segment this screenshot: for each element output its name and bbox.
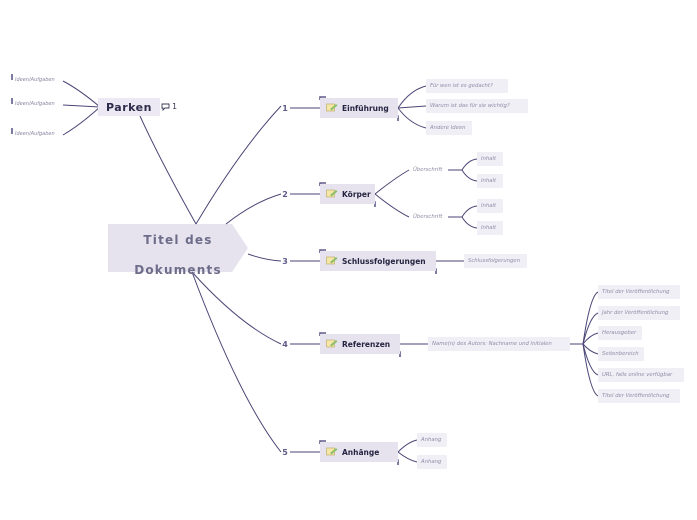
- subtopic[interactable]: Seitenbereich: [598, 347, 644, 361]
- topic-label: Anhänge: [342, 447, 380, 457]
- subtopic-label: Andere Ideen: [430, 125, 466, 131]
- parken-node[interactable]: Parken: [98, 98, 160, 116]
- subtopic-label: Herausgeber: [602, 330, 637, 336]
- pencil-note-icon: [326, 339, 338, 348]
- subtopic[interactable]: Anhang: [417, 455, 447, 469]
- central-topic[interactable]: Titel des Dokuments: [108, 224, 248, 277]
- section-number: 3: [282, 256, 288, 266]
- subtopic[interactable]: Titel der Veröffentlichung: [598, 285, 680, 299]
- subtopic-label: Anhang: [421, 459, 442, 465]
- topic-anhaenge[interactable]: Anhänge: [320, 442, 398, 462]
- pencil-note-icon: [326, 103, 338, 112]
- comment-indicator[interactable]: 1: [161, 100, 183, 113]
- section-number: 4: [282, 339, 288, 349]
- subtopic[interactable]: Jahr der Veröffentlichung: [598, 306, 680, 320]
- park-item-label: Ideen/Aufgaben: [15, 77, 55, 83]
- subtopic-label: Inhalt: [481, 156, 497, 162]
- parken-label: Parken: [106, 100, 152, 114]
- subtopic-label: Jahr der Veröffentlichung: [602, 310, 669, 316]
- subtopic[interactable]: Anhang: [417, 433, 447, 447]
- subtopic-label: Inhalt: [481, 178, 497, 184]
- comment-icon: [161, 103, 170, 111]
- central-node-shape: [108, 224, 248, 272]
- pencil-note-icon: [326, 189, 338, 198]
- park-item-label: Ideen/Aufgaben: [15, 101, 55, 107]
- topic-einfuehrung[interactable]: Einführung: [320, 98, 398, 118]
- subtopic[interactable]: Andere Ideen: [426, 121, 472, 135]
- park-item[interactable]: Ideen/Aufgaben: [12, 75, 55, 85]
- subtopic[interactable]: URL, falls online verfügbar: [598, 368, 684, 382]
- pencil-note-icon: [326, 256, 338, 265]
- subtopic[interactable]: Warum ist das für sie wichtig?: [426, 99, 528, 113]
- topic-label: Schlussfolgerungen: [342, 256, 426, 266]
- subtopic[interactable]: Inhalt: [477, 174, 503, 188]
- subtopic[interactable]: Titel der Veröffentlichung: [598, 389, 680, 403]
- subtopic[interactable]: Inhalt: [477, 152, 503, 166]
- central-topic-label: Titel des Dokuments: [134, 218, 222, 278]
- topic-label: Referenzen: [342, 339, 391, 349]
- subtopic-label: Für wen ist es gedacht?: [430, 83, 493, 89]
- subtopic-label: Inhalt: [481, 225, 497, 231]
- subtopic-label: Schlussfolgerungen: [468, 258, 521, 264]
- comment-count: 1: [172, 102, 178, 111]
- subtopic-label: Überschrift: [413, 214, 443, 220]
- subtopic[interactable]: Schlussfolgerungen: [464, 254, 527, 268]
- subtopic-label: Seitenbereich: [602, 351, 639, 357]
- subtopic-heading[interactable]: Überschrift: [409, 210, 449, 224]
- subtopic[interactable]: Für wen ist es gedacht?: [426, 79, 508, 93]
- subtopic-heading[interactable]: Überschrift: [409, 163, 449, 177]
- topic-label: Einführung: [342, 103, 389, 113]
- section-number: 2: [282, 189, 288, 199]
- subtopic[interactable]: Inhalt: [477, 199, 503, 213]
- section-number: 5: [282, 447, 288, 457]
- section-number: 1: [282, 103, 288, 113]
- subtopic-label: Überschrift: [413, 167, 443, 173]
- topic-schlussfolgerungen[interactable]: Schlussfolgerungen: [320, 251, 436, 271]
- park-item-label: Ideen/Aufgaben: [15, 131, 55, 137]
- topic-referenzen[interactable]: Referenzen: [320, 334, 400, 354]
- subtopic-label: Anhang: [421, 437, 442, 443]
- subtopic-label: Titel der Veröffentlichung: [602, 289, 670, 295]
- central-topic-line1: Titel des: [143, 233, 213, 247]
- park-item[interactable]: Ideen/Aufgaben: [12, 99, 55, 109]
- subtopic[interactable]: Herausgeber: [598, 326, 642, 340]
- topic-label: Körper: [342, 189, 371, 199]
- topic-koerper[interactable]: Körper: [320, 184, 375, 204]
- subtopic-label: URL, falls online verfügbar: [602, 372, 673, 378]
- park-item[interactable]: Ideen/Aufgaben: [12, 129, 55, 139]
- subtopic-label: Warum ist das für sie wichtig?: [430, 103, 510, 109]
- subtopic-label: Inhalt: [481, 203, 497, 209]
- subtopic[interactable]: Inhalt: [477, 221, 503, 235]
- subtopic-label: Name(n) des Autors: Nachname und Initial…: [432, 341, 552, 347]
- subtopic-author[interactable]: Name(n) des Autors: Nachname und Initial…: [428, 337, 570, 351]
- central-topic-line2: Dokuments: [134, 263, 222, 277]
- subtopic-label: Titel der Veröffentlichung: [602, 393, 670, 399]
- pencil-note-icon: [326, 447, 338, 456]
